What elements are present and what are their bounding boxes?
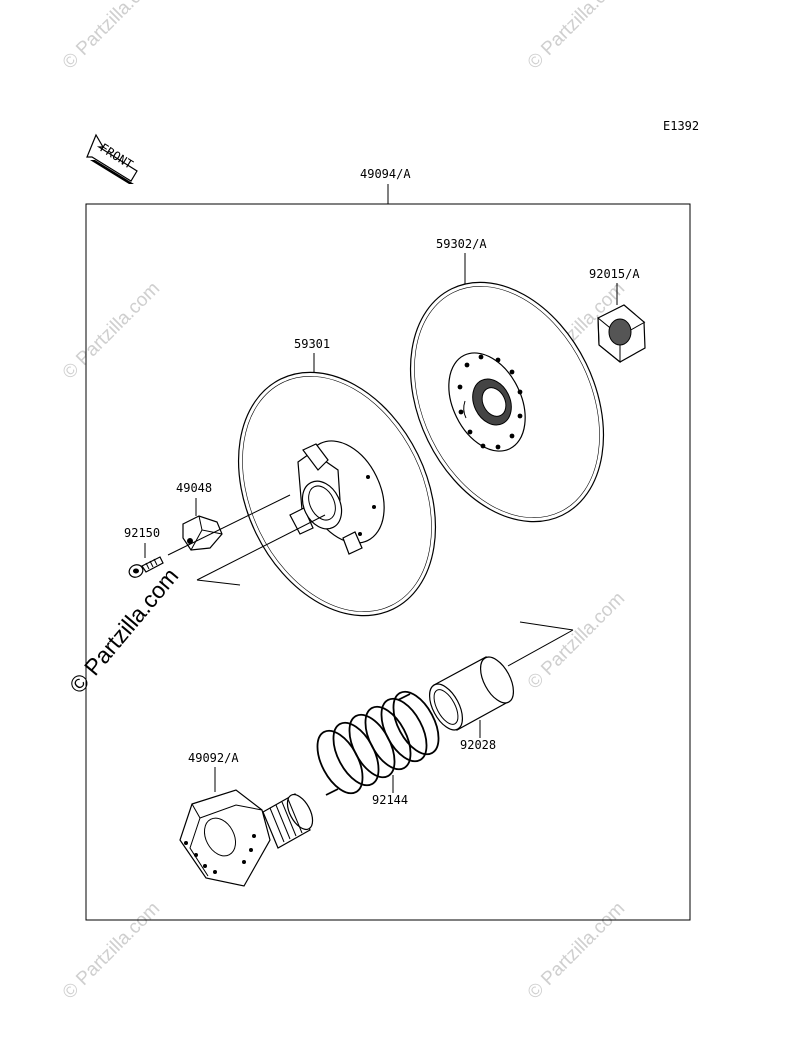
part-label-92028: 92028 [460,738,496,752]
part-label-92150: 92150 [124,526,160,540]
alignment-line [167,494,291,556]
bolt-92150 [128,556,164,578]
assembly-frame [85,203,691,921]
watermark: © Partzilla.com [524,898,629,1003]
assembly-label: 49094/A [360,167,411,181]
watermark: © Partzilla.com [59,278,164,383]
watermark: © Partzilla.com [524,588,629,693]
nut-92015 [597,304,646,364]
watermark: © Partzilla.com [524,0,629,74]
bushing-92028 [428,656,515,731]
outer-sheave-59302 [409,281,605,523]
watermark-main: © Partzilla.com [64,563,184,698]
diagram-code: E1392 [663,119,699,133]
watermark: © Partzilla.com [59,0,164,74]
spring-92144 [316,690,440,796]
alignment-line [196,514,326,581]
inner-sheave-59301 [237,371,437,617]
cam-49092 [179,789,314,887]
front-arrow-icon: FRONT [86,133,138,184]
part-label-92144: 92144 [372,793,408,807]
part-label-59302: 59302/A [436,237,487,251]
weight-49048 [182,515,223,551]
part-label-92015: 92015/A [589,267,640,281]
alignment-line [519,621,574,631]
alignment-line [196,579,241,586]
part-label-49092: 49092/A [188,751,239,765]
alignment-line [507,629,574,667]
part-label-49048: 49048 [176,481,212,495]
part-label-59301: 59301 [294,337,330,351]
watermark: © Partzilla.com [59,898,164,1003]
